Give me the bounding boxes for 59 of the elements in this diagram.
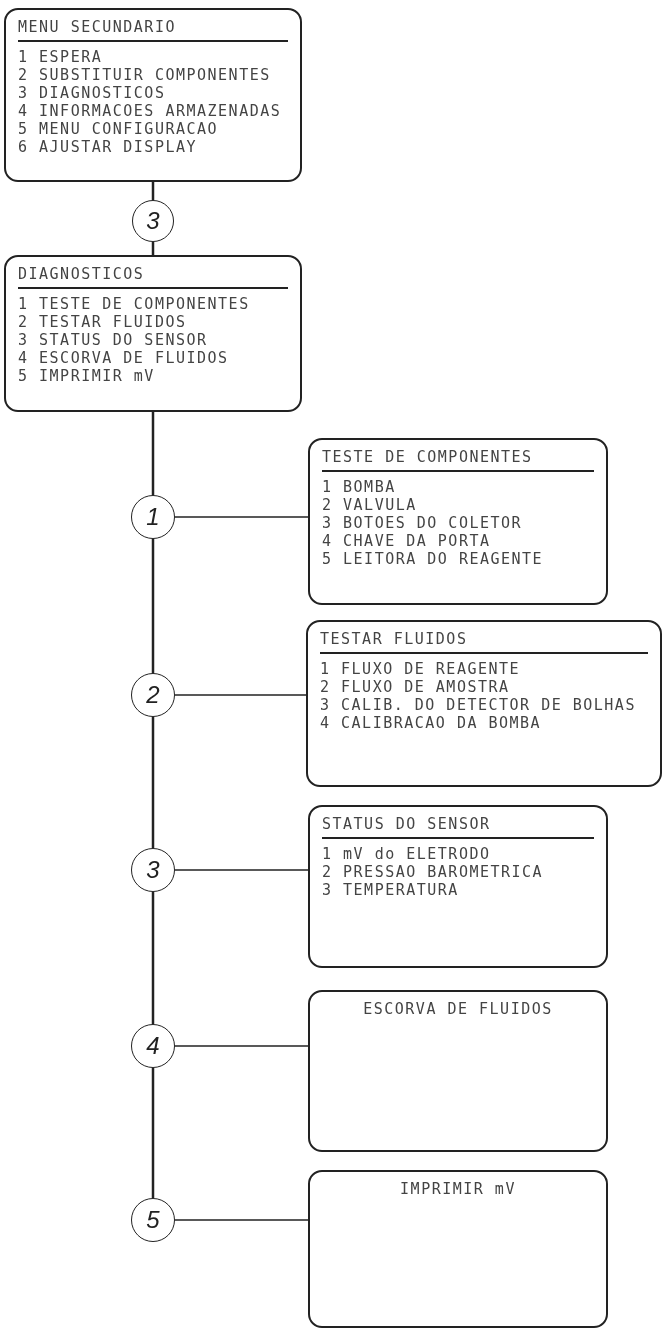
menu-item: 2 FLUXO DE AMOSTRA — [320, 678, 511, 696]
menu-item: 1 mV do ELETRODO — [322, 845, 492, 863]
menu-item: 1 ESPERA — [18, 48, 104, 66]
menu-heading: STATUS DO SENSOR — [322, 815, 594, 839]
screen-title: ESCORVA DE FLUIDOS — [362, 1000, 554, 1018]
step-number: 3 — [146, 856, 160, 884]
menu-item: 1 FLUXO DE REAGENTE — [320, 660, 522, 678]
step-number: 5 — [146, 1206, 160, 1234]
menu-item: 4 ESCORVA DE FLUIDOS — [18, 349, 230, 367]
menu-screen — [308, 438, 608, 605]
connector-line — [151, 412, 155, 495]
connector-line — [151, 717, 155, 848]
step-circle — [131, 1024, 175, 1068]
menu-item: 5 IMPRIMIR mV — [18, 367, 156, 385]
menu-item: 3 BOTOES DO COLETOR — [322, 514, 524, 532]
step-circle — [131, 848, 175, 892]
menu-item: 3 STATUS DO SENSOR — [18, 331, 209, 349]
menu-screen — [308, 1170, 608, 1328]
menu-heading: DIAGNOSTICOS — [18, 265, 288, 289]
connector-line — [174, 869, 309, 871]
step-number: 4 — [146, 1032, 160, 1060]
menu-item: 1 BOMBA — [322, 478, 397, 496]
menu-item: 2 PRESSAO BAROMETRICA — [322, 863, 545, 881]
menu-item: 3 TEMPERATURA — [322, 881, 460, 899]
menu-screen — [4, 8, 302, 182]
step-number: 3 — [146, 207, 160, 235]
connector-line — [174, 1045, 309, 1047]
menu-screen — [306, 620, 662, 787]
menu-item: 4 CHAVE DA PORTA — [322, 532, 492, 550]
menu-item: 4 INFORMACOES ARMAZENADAS — [18, 102, 283, 120]
connector-line — [151, 539, 155, 673]
menu-item: 6 AJUSTAR DISPLAY — [18, 138, 199, 156]
menu-item: 1 TESTE DE COMPONENTES — [18, 295, 251, 313]
step-circle — [131, 673, 175, 717]
menu-item: 3 CALIB. DO DETECTOR DE BOLHAS — [320, 696, 637, 714]
connector-line — [174, 694, 307, 696]
menu-heading: TESTE DE COMPONENTES — [322, 448, 594, 472]
step-circle — [132, 200, 174, 242]
menu-heading: MENU SECUNDARIO — [18, 18, 288, 42]
menu-item: 2 TESTAR FLUIDOS — [18, 313, 188, 331]
menu-screen — [4, 255, 302, 412]
connector-line — [174, 1219, 309, 1221]
connector-line — [151, 892, 155, 1024]
step-number: 2 — [146, 681, 160, 709]
step-number: 1 — [146, 503, 160, 531]
menu-item: 5 LEITORA DO REAGENTE — [322, 550, 545, 568]
menu-item: 2 SUBSTITUIR COMPONENTES — [18, 66, 272, 84]
menu-item: 5 MENU CONFIGURACAO — [18, 120, 220, 138]
menu-item: 3 DIAGNOSTICOS — [18, 84, 167, 102]
screen-title: IMPRIMIR mV — [399, 1180, 517, 1198]
menu-heading: TESTAR FLUIDOS — [320, 630, 648, 654]
step-circle — [131, 1198, 175, 1242]
step-circle — [131, 495, 175, 539]
menu-item: 2 VALVULA — [322, 496, 418, 514]
menu-screen — [308, 990, 608, 1152]
connector-line — [151, 1068, 155, 1198]
menu-screen — [308, 805, 608, 968]
connector-line — [174, 516, 309, 518]
menu-item: 4 CALIBRACAO DA BOMBA — [320, 714, 543, 732]
